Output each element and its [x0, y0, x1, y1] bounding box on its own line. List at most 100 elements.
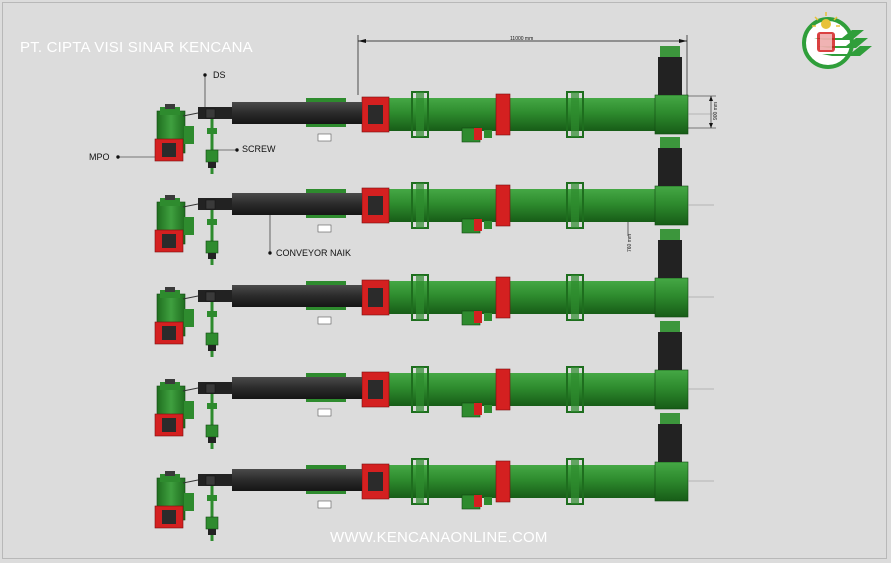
mpo-motor [184, 126, 194, 144]
production-line [154, 321, 714, 449]
mpo-cap [160, 290, 180, 298]
mpo-top-plate [165, 195, 175, 200]
drive-gearbox [484, 221, 492, 229]
ds-flange [205, 291, 216, 302]
drive-gearbox [484, 130, 492, 138]
drive-gearbox [484, 405, 492, 413]
ds-flange [205, 475, 216, 486]
drive-coupling [474, 311, 482, 323]
conveyor-support [306, 307, 346, 310]
drive-gearbox [484, 313, 492, 321]
mpo-top-plate [165, 471, 175, 476]
ds-flange [205, 199, 216, 210]
mpo-top-plate [165, 287, 175, 292]
mpo-duct [182, 295, 199, 300]
feed-hopper-inlet [368, 380, 383, 399]
screw-motor [205, 149, 219, 163]
feed-hopper-inlet [368, 196, 383, 215]
mpo-duct [182, 479, 199, 484]
diameter-dimension [688, 95, 716, 129]
drive-coupling [474, 219, 482, 231]
girth-gear [495, 276, 511, 319]
conveyor-naik [232, 193, 362, 215]
mpo-cap [160, 107, 180, 115]
mpo-cap [160, 382, 180, 390]
conveyor-support [306, 373, 346, 377]
conveyor-tag [317, 408, 332, 417]
screw-bearing [207, 495, 217, 501]
conveyor-tag [317, 500, 332, 509]
drive-gearbox [484, 497, 492, 505]
screw-motor [205, 516, 219, 530]
conveyor-naik-label: CONVEYOR NAIK [276, 248, 352, 258]
production-line [154, 46, 714, 174]
screw-label: SCREW [242, 144, 276, 154]
screw-base [208, 345, 216, 351]
production-line [154, 229, 714, 357]
dryer-drum [380, 281, 655, 314]
conveyor-tag [317, 224, 332, 233]
exhaust-stack-top [660, 321, 680, 332]
mpo-motor [184, 217, 194, 235]
mpo-top-plate [165, 379, 175, 384]
exhaust-stack [658, 57, 682, 95]
production-lines [154, 46, 714, 541]
mpo-hopper-outlet [162, 234, 176, 248]
diameter-dimension-label: 900 mm [713, 101, 719, 120]
mpo-motor [184, 401, 194, 419]
conveyor-naik [232, 377, 362, 399]
website-url[interactable]: WWW.KENCANAONLINE.COM [330, 529, 548, 546]
conveyor-support [306, 281, 346, 285]
mpo-top-plate [165, 104, 175, 109]
screw-bearing [207, 403, 217, 409]
ds-flange [205, 108, 216, 119]
company-title: PT. CIPTA VISI SINAR KENCANA [20, 39, 253, 56]
girth-gear [495, 460, 511, 503]
exhaust-stack-top [660, 137, 680, 148]
dryer-drum [380, 189, 655, 222]
discharge-housing [654, 369, 689, 410]
exhaust-stack-top [660, 46, 680, 57]
conveyor-support [306, 124, 346, 127]
mpo-cap [160, 198, 180, 206]
screw-motor [205, 332, 219, 346]
mpo-duct [182, 387, 199, 392]
tyre-ring-band [416, 459, 424, 504]
exhaust-stack-top [660, 413, 680, 424]
exhaust-stack-top [660, 229, 680, 240]
conveyor-tag [317, 133, 332, 142]
ds-flange [205, 383, 216, 394]
mpo-hopper-outlet [162, 510, 176, 524]
conveyor-support [306, 98, 346, 102]
mpo-duct [182, 112, 199, 117]
feed-hopper-inlet [368, 472, 383, 491]
discharge-housing [654, 185, 689, 226]
production-line [154, 413, 714, 541]
screw-base [208, 162, 216, 168]
exhaust-stack [658, 148, 682, 186]
dryer-drum [380, 98, 655, 131]
conveyor-support [306, 491, 346, 494]
discharge-housing [654, 94, 689, 135]
mpo-hopper-outlet [162, 418, 176, 432]
discharge-housing [654, 277, 689, 318]
conveyor-tag [317, 316, 332, 325]
conveyor-naik [232, 285, 362, 307]
tyre-ring-band [416, 183, 424, 228]
tyre-ring-band [571, 275, 579, 320]
tyre-ring-band [416, 367, 424, 412]
length-dimension-label: 11000 mm [510, 36, 534, 42]
tyre-ring-band [571, 183, 579, 228]
feed-hopper-inlet [368, 105, 383, 124]
conveyor-naik [232, 102, 362, 124]
drive-coupling [474, 128, 482, 140]
exhaust-stack [658, 240, 682, 278]
conveyor-support [306, 189, 346, 193]
screw-bearing [207, 128, 217, 134]
conveyor-support [306, 399, 346, 402]
discharge-housing [654, 461, 689, 502]
secondary-dimension-label: 760 mm [627, 233, 633, 252]
drive-coupling [474, 495, 482, 507]
